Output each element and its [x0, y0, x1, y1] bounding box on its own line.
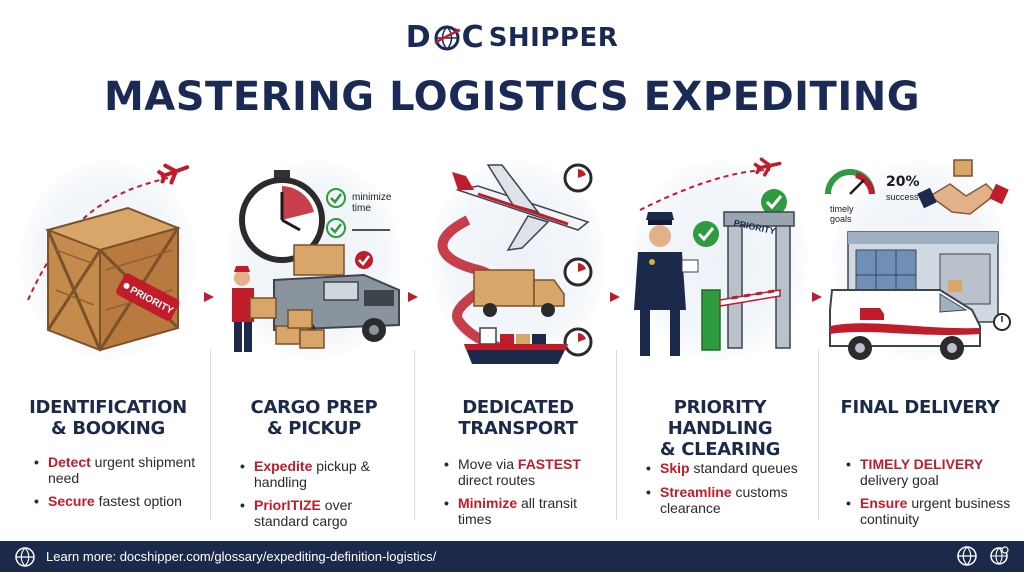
step-title-line2: & CLEARING: [659, 439, 781, 460]
bullet-item: Skip standard queues: [646, 460, 816, 476]
step-title-line1: CARGO PREP: [250, 397, 378, 418]
stopwatch-icon: [239, 170, 325, 263]
step-bullets: TIMELY DELIVERY delivery goal Ensure urg…: [846, 456, 1016, 534]
ship-icon: [464, 327, 568, 364]
stopwatch-icon: [563, 163, 593, 193]
officer-icon: [634, 212, 699, 356]
success-pct: 20%: [886, 174, 920, 190]
step-bullets: Expedite pickup & handling PriorITIZE ov…: [240, 458, 410, 536]
crate-illustration: PRIORITY: [27, 163, 190, 352]
arrow-right-icon: [204, 292, 214, 302]
transport-illustration: [437, 163, 593, 364]
step-title: PRIORITY HANDLING & CLEARING: [620, 397, 820, 460]
step-priority-handling: PRIORITY PRIORITY HANDLING & CLEARING Sk…: [620, 140, 820, 535]
brand-logo-d: D: [405, 20, 432, 55]
bullet-item: PriorITIZE over standard cargo: [240, 497, 410, 529]
brand-logo-c: C: [461, 20, 485, 55]
step-title-line2: & BOOKING: [50, 418, 166, 439]
globe-icon: [434, 25, 461, 50]
truck-icon: [273, 244, 400, 344]
page-title: MASTERING LOGISTICS EXPEDITING: [103, 74, 921, 120]
step-title-line1: PRIORITY HANDLING: [667, 397, 773, 439]
check-icon: [355, 251, 373, 269]
customs-illustration: PRIORITY: [634, 157, 795, 356]
bullet-item: Secure fastest option: [34, 493, 204, 509]
stopwatch-icon: [993, 313, 1011, 331]
gauge-text-1: timely: [830, 204, 854, 214]
security-gate-icon: PRIORITY: [701, 211, 795, 351]
step-cargo-prep-pickup: minimize time: [214, 140, 414, 535]
step-title-line1: FINAL DELIVERY: [840, 397, 1000, 418]
step-title: DEDICATED TRANSPORT: [418, 397, 618, 439]
step-final-delivery: timely goals 20% success: [820, 140, 1020, 535]
bullet-item: Expedite pickup & handling: [240, 458, 410, 490]
arrow-right-icon: [812, 292, 822, 302]
handshake-icon: [917, 183, 1009, 215]
stopwatch-icon: [563, 327, 593, 357]
stopwatch-icon: [563, 257, 593, 287]
step-divider: [210, 350, 211, 520]
step-title: CARGO PREP & PICKUP: [214, 397, 414, 439]
pickup-illustration: minimize time: [232, 170, 400, 352]
step-title: FINAL DELIVERY: [820, 397, 1020, 418]
footer-link[interactable]: Learn more: docshipper.com/glossary/expe…: [46, 549, 437, 564]
step-title-line2: & PICKUP: [266, 418, 362, 439]
brand-logo-left: D C: [406, 20, 485, 55]
brand-logo: D C SHIPPER: [0, 20, 1024, 66]
success-label: success: [886, 192, 919, 202]
bullet-item: TIMELY DELIVERY delivery goal: [846, 456, 1016, 488]
delivery-illustration: timely goals 20% success: [825, 159, 1011, 360]
check-icon: [693, 221, 719, 247]
step-title-line2: TRANSPORT: [458, 418, 578, 439]
crate-icon: [44, 206, 182, 352]
step-divider: [818, 350, 819, 520]
priority-tag: PRIORITY: [116, 273, 180, 321]
globe-icon: [15, 546, 35, 567]
bullet-item: Move via FASTEST direct routes: [444, 456, 614, 488]
step-identification-booking: PRIORITY IDENTIFICATION & BOOKING Detect…: [8, 140, 208, 535]
gauge-icon: [825, 169, 875, 195]
worker-icon: [232, 266, 254, 352]
bullet-item: Streamline customs clearance: [646, 484, 816, 516]
step-divider: [616, 350, 617, 520]
truck-icon: [473, 269, 565, 317]
step-divider: [414, 350, 415, 520]
checklist-text-2: time: [352, 203, 371, 214]
check-icon: [326, 188, 346, 208]
step-title: IDENTIFICATION & BOOKING: [8, 397, 208, 439]
step-title-line1: DEDICATED: [462, 397, 574, 418]
bullet-item: Detect urgent shipment need: [34, 454, 204, 486]
step-bullets: Move via FASTEST direct routes Minimize …: [444, 456, 614, 534]
airplane-icon: [157, 163, 190, 185]
checklist-text-1: minimize: [352, 192, 392, 203]
arrow-right-icon: [610, 292, 620, 302]
process-steps: PRIORITY IDENTIFICATION & BOOKING Detect…: [0, 140, 1024, 535]
gauge-text-2: goals: [830, 214, 852, 224]
step-title-line1: IDENTIFICATION: [29, 397, 187, 418]
step-bullets: Skip standard queues Streamline customs …: [646, 460, 816, 523]
footer-icons: [956, 545, 1010, 567]
check-icon: [761, 189, 787, 215]
footer-bar: Learn more: docshipper.com/glossary/expe…: [0, 541, 1024, 572]
step-bullets: Detect urgent shipment need Secure faste…: [34, 454, 204, 516]
globe-icon[interactable]: [956, 545, 978, 567]
airplane-icon: [452, 164, 590, 251]
arrow-right-icon: [408, 292, 418, 302]
settings-icon[interactable]: [988, 545, 1010, 567]
airplane-icon: [753, 157, 782, 177]
step-dedicated-transport: DEDICATED TRANSPORT Move via FASTEST dir…: [418, 140, 618, 535]
van-icon: [829, 289, 981, 360]
check-icon: [326, 218, 346, 238]
bullet-item: Minimize all transit times: [444, 495, 614, 527]
bullet-item: Ensure urgent business continuity: [846, 495, 1016, 527]
brand-logo-right: SHIPPER: [488, 22, 619, 53]
